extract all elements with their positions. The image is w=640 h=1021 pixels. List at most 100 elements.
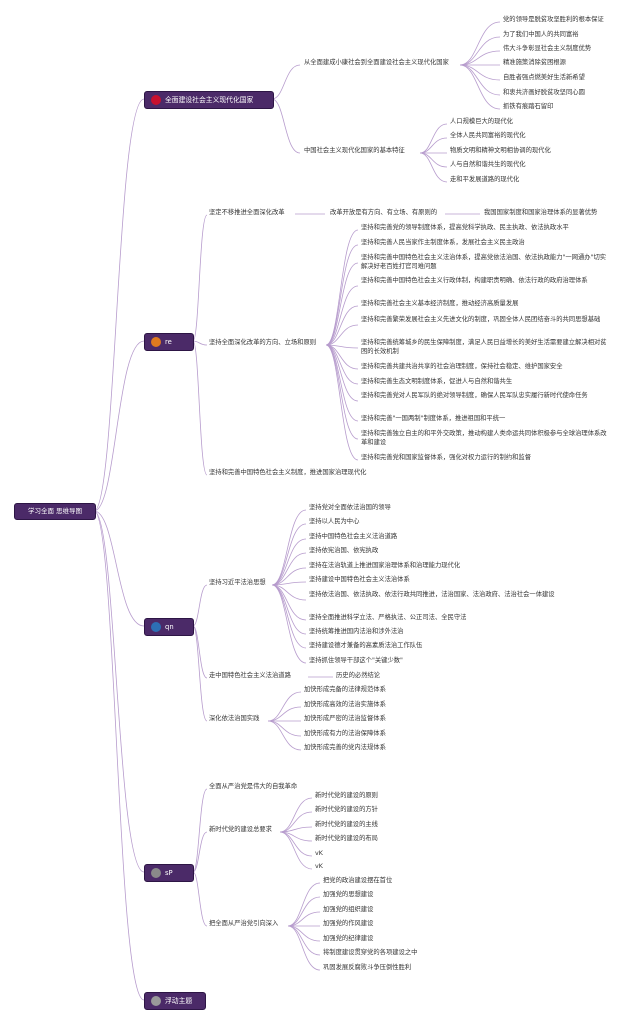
leaf-item[interactable]: 精准施策消除贫困根源 xyxy=(503,59,566,66)
leaf-item[interactable]: 加快形成严密的法治监督体系 xyxy=(304,715,386,722)
leaf-item[interactable]: 坚持和完善党的领导制度体系，提高党科学执政、民主执政、依法执政水平 xyxy=(361,224,569,231)
leaf-item[interactable]: 加强党的作风建设 xyxy=(323,920,374,927)
connector-line xyxy=(459,64,501,110)
topic-floating[interactable]: 浮动主题 xyxy=(144,992,206,1010)
leaf-item[interactable]: 坚持和完善党对人民军队的绝对领导制度，确保人民军队忠实履行新时代使命任务 xyxy=(361,392,588,399)
connector-line xyxy=(287,911,321,927)
topic-modernization[interactable]: 全面建设社会主义现代化国家 xyxy=(144,91,274,109)
leaf-item[interactable]: 人与自然和谐共生的现代化 xyxy=(450,161,526,168)
leaf-item[interactable]: 加强党的组织建设 xyxy=(323,906,374,913)
leaf-item[interactable]: 坚持和完善党和国家监督体系，强化对权力运行的制约和监督 xyxy=(361,454,532,461)
leaf-item[interactable]: 加强党的纪律建设 xyxy=(323,935,374,942)
sub-branch-label[interactable]: 历史的必然结论 xyxy=(336,672,381,679)
connector-line xyxy=(271,523,307,586)
connector-line xyxy=(459,50,501,66)
branch-label[interactable]: 新时代党的建设总要求 xyxy=(209,826,272,833)
leaf-item[interactable]: 坚持统筹推进国内法治和涉外法治 xyxy=(309,628,404,635)
leaf-item[interactable]: 为了我们中国人的共同富裕 xyxy=(503,31,579,38)
branch-label[interactable]: 中国社会主义现代化国家的基本特征 xyxy=(304,147,405,154)
connector-line xyxy=(192,340,208,346)
leaf-item[interactable]: 加快形成完备的法律规范体系 xyxy=(304,686,386,693)
leaf-item[interactable]: vK xyxy=(315,850,323,857)
blue-circle-icon xyxy=(151,622,161,632)
connector-line xyxy=(267,706,302,722)
leaf-item[interactable]: 巩固发展反腐败斗争压倒性胜利 xyxy=(323,964,412,971)
leaf-item[interactable]: 坚持和完善中国特色社会主义法治体系，提高党依法治国、依法执政能力"一网通办"切实… xyxy=(361,254,607,270)
leaf-item[interactable]: 坚持抓住领导干部这个"关键少数" xyxy=(309,657,403,664)
connector-line xyxy=(192,340,208,476)
connector-line xyxy=(271,552,307,586)
leaf-item[interactable]: 坚持和完善人民当家作主制度体系，发展社会主义民主政治 xyxy=(361,239,525,246)
branch-label[interactable]: 坚定不移推进全面深化改革 xyxy=(209,209,285,216)
leaf-item[interactable]: 将制度建设贯穿党的各项建设之中 xyxy=(323,949,418,956)
branch-label[interactable]: 深化依法治国实践 xyxy=(209,715,260,722)
connector-line xyxy=(325,244,359,346)
leaf-item[interactable]: 加强党的思想建设 xyxy=(323,891,374,898)
leaf-item[interactable]: 抓铁有痕踏石留印 xyxy=(503,103,554,110)
connector-line xyxy=(419,152,448,183)
connector-line xyxy=(93,98,145,512)
leaf-item[interactable]: 新时代党的建设的原则 xyxy=(315,792,378,799)
leaf-item[interactable]: 坚持和完善中国特色社会主义行政体制，构建职责明确、依法行政的政府治理体系 xyxy=(361,277,588,284)
leaf-item[interactable]: 坚持党对全面依法治国的领导 xyxy=(309,504,391,511)
leaf-item[interactable]: 坚持和完善繁荣发展社会主义先进文化的制度，巩固全体人民团结奋斗的共同思想基础 xyxy=(361,316,601,323)
connector-line xyxy=(419,123,448,154)
root-node[interactable]: 学习全面 思维导图 xyxy=(14,503,96,520)
connector-line xyxy=(287,925,321,971)
connector-line xyxy=(271,64,301,100)
leaf-item[interactable]: 新时代党的建设的主线 xyxy=(315,821,378,828)
leaf-item[interactable]: 自胜者强点燃美好生活新希望 xyxy=(503,74,585,81)
leaf-item[interactable]: 坚持在法治轨道上推进国家治理体系和治理能力现代化 xyxy=(309,562,461,569)
branch-label[interactable]: 把全面从严治党引向深入 xyxy=(209,920,279,927)
connector-line xyxy=(419,152,448,168)
connector-line xyxy=(192,625,208,722)
connector-line xyxy=(279,811,313,833)
sub-branch-label[interactable]: 改革开放是有方向、有立场、有原则的 xyxy=(330,209,438,216)
leaf-item[interactable]: 坚持建设中国特色社会主义法治体系 xyxy=(309,576,410,583)
leaf-item[interactable]: 把党的政治建设摆在首位 xyxy=(323,877,393,884)
leaf-item[interactable]: 加快形成高效的法治实施体系 xyxy=(304,701,386,708)
leaf-item[interactable]: 坚持依法治国、依法执政、依法行政共同推进，法治国家、法治政府、法治社会一体建设 xyxy=(309,591,555,598)
gray-circle-icon xyxy=(151,996,161,1006)
leaf-item[interactable]: 全体人民共同富裕的现代化 xyxy=(450,132,526,139)
topic-re[interactable]: re xyxy=(144,333,194,351)
branch-label[interactable]: 坚持习近平法治思想 xyxy=(209,579,266,586)
leaf-item[interactable]: 人口规模巨大的现代化 xyxy=(450,118,513,125)
leaf-item[interactable]: 坚持和完善独立自主的和平外交政策，推动构建人类命运共同体积极参与全球治理体系改革… xyxy=(361,430,607,446)
leaf-item[interactable]: 坚持建设德才兼备的高素质法治工作队伍 xyxy=(309,642,423,649)
leaf-item[interactable]: 走和平发展道路的现代化 xyxy=(450,176,520,183)
leaf-item[interactable]: 坚持和完善生态文明制度体系，促进人与自然和谐共生 xyxy=(361,378,513,385)
topic-sp[interactable]: sP xyxy=(144,864,194,882)
connector-line xyxy=(93,340,145,512)
leaf-item[interactable]: 伟大斗争彰显社会主义制度优势 xyxy=(503,45,592,52)
leaf-item[interactable]: 坚持和完善"一国两制"制度体系，推进祖国和平统一 xyxy=(361,415,506,422)
sub-sub-branch-label[interactable]: 我国国家制度和国家治理体系的显著优势 xyxy=(484,209,598,216)
leaf-item[interactable]: 和衷共济画好脱贫攻坚同心圆 xyxy=(503,89,585,96)
leaf-item[interactable]: 加快形成有力的法治保障体系 xyxy=(304,730,386,737)
connector-line xyxy=(271,509,307,586)
leaf-item[interactable]: 新时代党的建设的方针 xyxy=(315,806,378,813)
branch-label[interactable]: 走中国特色社会主义法治道路 xyxy=(209,672,291,679)
branch-label[interactable]: 坚持和完善中国特色社会主义制度，推进国家治理现代化 xyxy=(209,469,367,476)
leaf-item[interactable]: 坚持和完善共建共治共享的社会治理制度，保持社会稳定、维护国家安全 xyxy=(361,363,563,370)
leaf-item[interactable]: vK xyxy=(315,863,323,870)
connector-line xyxy=(93,510,145,873)
leaf-item[interactable]: 坚持中国特色社会主义法治道路 xyxy=(309,533,398,540)
topic-qn[interactable]: qn xyxy=(144,618,194,636)
leaf-item[interactable]: 坚持和完善统筹城乡的民生保障制度，满足人民日益增长的美好生活需要建立解决相对贫困… xyxy=(361,339,607,355)
leaf-item[interactable]: 物质文明和精神文明相协调的现代化 xyxy=(450,147,551,154)
leaf-item[interactable]: 新时代党的建设的布局 xyxy=(315,835,378,842)
connector-line xyxy=(325,344,359,402)
leaf-item[interactable]: 坚持以人民为中心 xyxy=(309,518,360,525)
connector-line xyxy=(325,344,359,461)
leaf-item[interactable]: 坚持全面推进科学立法、严格执法、公正司法、全民守法 xyxy=(309,614,467,621)
red-circle-icon xyxy=(151,95,161,105)
branch-label[interactable]: 全面从严治党是伟大的自我革命 xyxy=(209,783,298,790)
leaf-item[interactable]: 党的领导是脱贫攻坚胜利的根本保证 xyxy=(503,16,604,23)
leaf-item[interactable]: 坚持和完善社会主义基本经济制度，推动经济高质量发展 xyxy=(361,300,519,307)
leaf-item[interactable]: 加快形成完善的党内法规体系 xyxy=(304,744,386,751)
branch-label[interactable]: 从全面建成小康社会到全面建设社会主义现代化国家 xyxy=(304,59,449,66)
leaf-item[interactable]: 坚持依宪治国、依宪执政 xyxy=(309,547,379,554)
branch-label[interactable]: 坚持全面深化改革的方向、立场和原则 xyxy=(209,339,317,346)
